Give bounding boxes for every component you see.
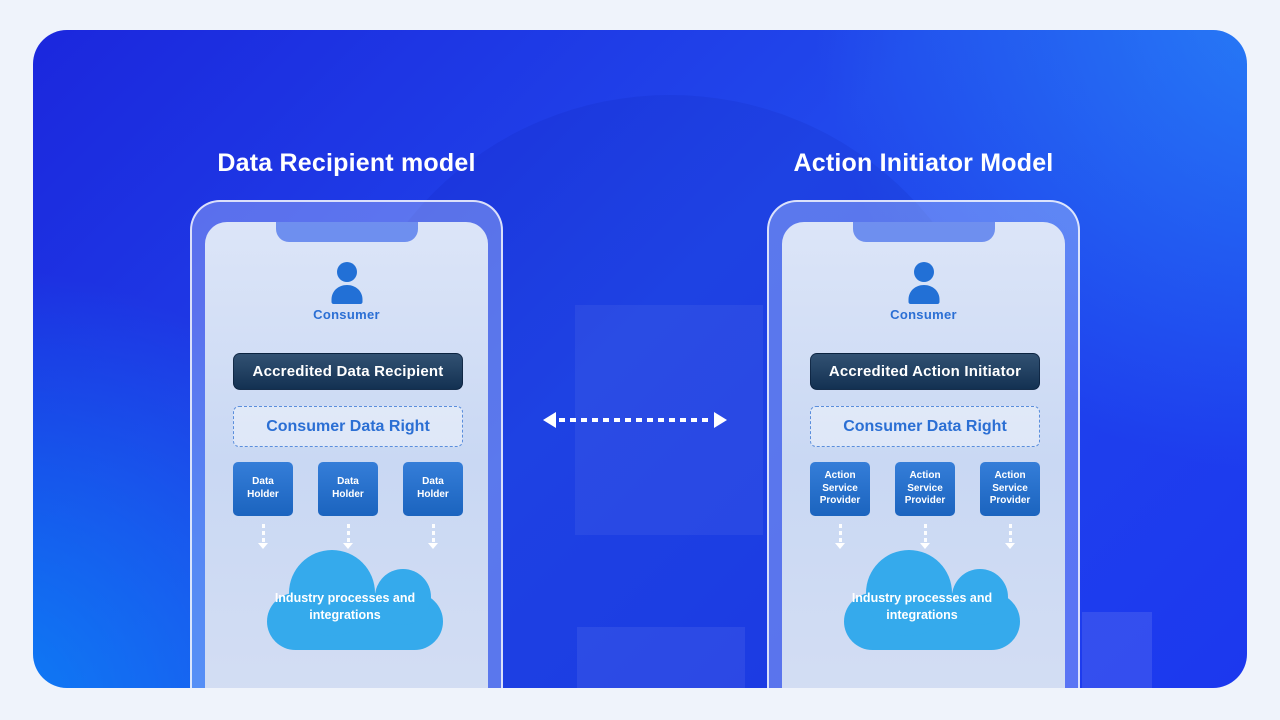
down-arrow-icon [403, 524, 463, 552]
accredited-data-recipient-box: Accredited Data Recipient [233, 353, 463, 390]
slide-card: Data Recipient model Action Initiator Mo… [33, 30, 1247, 688]
bidirectional-arrow-icon [543, 412, 727, 428]
cloud-icon [844, 550, 1020, 650]
data-holder-box: Data Holder [318, 462, 378, 516]
action-initiator-phone: Consumer Accredited Action Initiator Con… [767, 200, 1080, 688]
phone-notch [275, 222, 418, 242]
down-arrow-icon [233, 524, 293, 552]
data-recipient-phone: Consumer Accredited Data Recipient Consu… [190, 200, 503, 688]
down-arrow-icon [318, 524, 378, 552]
consumer-data-right-box: Consumer Data Right [233, 406, 463, 447]
consumer-icon [331, 262, 362, 304]
cloud-label: Industry processes and integrations [274, 591, 416, 622]
down-arrow-row [810, 524, 1040, 552]
background-square-bottom-right [1082, 612, 1152, 688]
arrow-left-head-icon [543, 412, 556, 428]
consumer-label: Consumer [313, 307, 380, 322]
down-arrow-icon [980, 524, 1040, 552]
phone-screen: Consumer Accredited Action Initiator Con… [782, 222, 1065, 688]
consumer-label: Consumer [890, 307, 957, 322]
cloud-icon [267, 550, 443, 650]
consumer-section: Consumer [782, 262, 1065, 322]
phone-notch [852, 222, 995, 242]
down-arrow-icon [810, 524, 870, 552]
down-arrow-row [233, 524, 463, 552]
data-recipient-title: Data Recipient model [217, 149, 476, 177]
down-arrow-icon [895, 524, 955, 552]
action-service-provider-box: Action Service Provider [980, 462, 1040, 516]
background-rect-bottom [577, 627, 745, 688]
action-service-provider-box: Action Service Provider [810, 462, 870, 516]
action-initiator-title: Action Initiator Model [793, 149, 1054, 177]
accredited-action-initiator-box: Accredited Action Initiator [810, 353, 1040, 390]
arrow-right-head-icon [714, 412, 727, 428]
data-holder-box: Data Holder [403, 462, 463, 516]
data-holder-row: Data Holder Data Holder Data Holder [233, 462, 463, 516]
cloud-label: Industry processes and integrations [851, 591, 993, 622]
data-holder-box: Data Holder [233, 462, 293, 516]
industry-cloud: Industry processes and integrations [844, 550, 1024, 650]
consumer-icon [908, 262, 939, 304]
action-service-provider-box: Action Service Provider [895, 462, 955, 516]
phone-screen: Consumer Accredited Data Recipient Consu… [205, 222, 488, 688]
consumer-section: Consumer [205, 262, 488, 322]
action-service-provider-row: Action Service Provider Action Service P… [810, 462, 1040, 516]
arrow-dashed-shaft [559, 418, 711, 422]
consumer-data-right-box: Consumer Data Right [810, 406, 1040, 447]
industry-cloud: Industry processes and integrations [267, 550, 447, 650]
